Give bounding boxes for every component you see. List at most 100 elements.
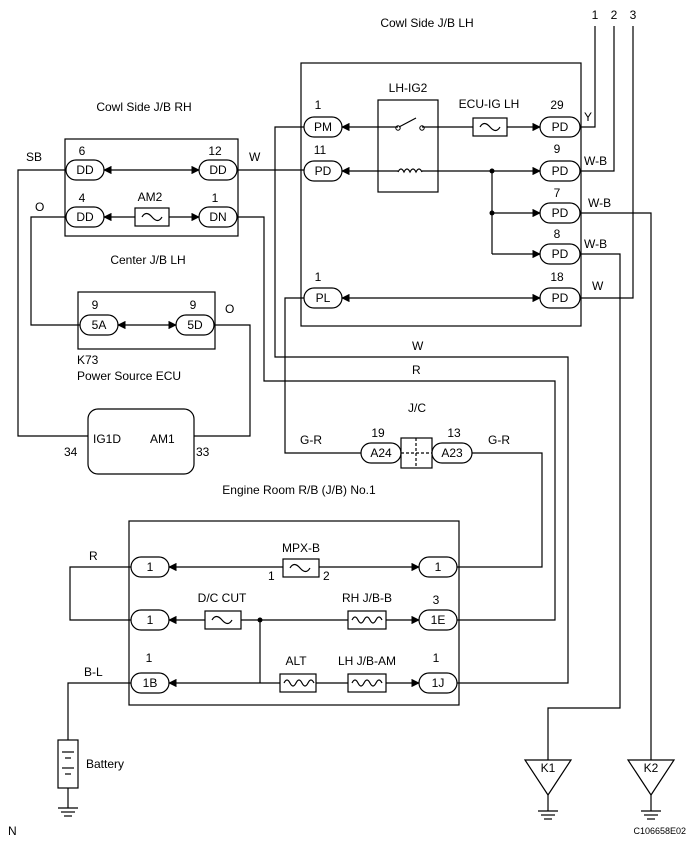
ground-k1-symbol	[523, 759, 573, 797]
connector-1b-label: 1B	[143, 676, 158, 690]
alt-label: ALT	[285, 654, 307, 668]
pin-num-dd12: 12	[208, 144, 222, 158]
wire-label-wb-9: W-B	[584, 154, 607, 168]
mpx-b-fuse	[282, 558, 320, 578]
connector-5a-label: 5A	[92, 318, 107, 332]
ecu-ig-label: ECU-IG LH	[459, 97, 520, 111]
pin-num-a24: 19	[371, 426, 385, 440]
connector-dd6-label: DD	[76, 163, 94, 177]
pin-num-pd7: 7	[554, 186, 561, 200]
pin-num-dd6: 6	[79, 144, 86, 158]
pin-num-pd9: 9	[554, 142, 561, 156]
figure-code: C106658E02	[633, 826, 686, 836]
pin-num-pd29: 29	[550, 98, 564, 112]
wire-label-gr-right: G-R	[488, 433, 510, 447]
connector-l2-label: 1	[147, 613, 154, 627]
lh-jbam-fuse	[347, 673, 387, 693]
cowl-lh-internal-wiring	[341, 122, 541, 303]
mpx-b-pin-1: 1	[268, 569, 275, 583]
center-jb-title: Center J/B LH	[110, 253, 185, 267]
pin-num-1e: 3	[433, 593, 440, 607]
wire-label-o-left: O	[35, 200, 44, 214]
cowl-rh-title: Cowl Side J/B RH	[96, 100, 191, 114]
ecu-box	[87, 408, 195, 475]
dc-cut-label: D/C CUT	[198, 591, 247, 605]
connector-dd4-label: DD	[76, 210, 94, 224]
external-wires	[17, 126, 569, 808]
connector-5d-label: 5D	[187, 318, 203, 332]
pin-num-pd18: 18	[550, 270, 564, 284]
cowl-lh-output-wires	[547, 26, 652, 760]
wire-label-wb-8: W-B	[584, 237, 607, 251]
cowl-lh-box	[300, 62, 582, 327]
cowl-rh-internal-wiring	[103, 165, 200, 222]
battery-ground-icon	[58, 807, 78, 817]
pin-num-1b: 1	[146, 651, 153, 665]
pin-num-pl: 1	[315, 270, 322, 284]
connector-dd12-label: DD	[209, 163, 227, 177]
pin-num-5a: 9	[92, 298, 99, 312]
wire-label-bl: B-L	[84, 665, 103, 679]
pin-num-1j: 1	[433, 651, 440, 665]
ground-k2-icon	[641, 810, 661, 820]
connector-pd9-label: PD	[552, 164, 569, 178]
cowl-rh-box	[64, 138, 239, 237]
wire-label-w-18: W	[592, 279, 604, 293]
relay-switch	[395, 117, 425, 131]
connector-dn-label: DN	[209, 210, 226, 224]
ground-k1-label: K1	[541, 761, 556, 775]
top-number-1: 1	[592, 8, 599, 22]
mpx-b-pin-2: 2	[323, 569, 330, 583]
connector-pl-label: PL	[316, 291, 331, 305]
corner-n: N	[8, 824, 17, 838]
wire-label-gr-left: G-R	[300, 433, 322, 447]
pin-num-dn: 1	[212, 191, 219, 205]
ground-k2-label: K2	[644, 761, 659, 775]
connector-pd7-label: PD	[552, 206, 569, 220]
engine-rb-internal-wiring	[168, 562, 420, 688]
battery-label: Battery	[86, 757, 124, 771]
center-jb-box	[77, 291, 216, 350]
ecu-am1-label: AM1	[150, 432, 175, 446]
wire-label-wb-7: W-B	[588, 196, 611, 210]
connector-r1-label: 1	[435, 560, 442, 574]
connector-pd29-label: PD	[552, 120, 569, 134]
connector-a24-label: A24	[370, 446, 392, 460]
pin-num-a23: 13	[447, 426, 461, 440]
wire-label-sb: SB	[26, 150, 42, 164]
ecu-pin-34: 34	[64, 445, 78, 459]
ground-k1-icon	[538, 810, 558, 820]
relay-box	[377, 99, 439, 193]
connector-pd18-label: PD	[552, 291, 569, 305]
engine-rb-title: Engine Room R/B (J/B) No.1	[222, 483, 376, 497]
ecu-pin-33: 33	[196, 445, 210, 459]
pin-num-pd11: 11	[314, 143, 327, 157]
cowl-lh-title: Cowl Side J/B LH	[380, 16, 473, 30]
pin-num-5d: 9	[190, 298, 197, 312]
relay-label: LH-IG2	[389, 81, 428, 95]
ecu-title: Power Source ECU	[77, 369, 181, 383]
rh-jbb-fuse	[347, 610, 387, 630]
connector-l1-label: 1	[147, 560, 154, 574]
connector-1j-label: 1J	[432, 676, 445, 690]
engine-rb-box	[128, 520, 460, 706]
wire-label-r-left: R	[89, 549, 98, 563]
battery-symbol	[57, 739, 79, 789]
top-number-2: 2	[611, 8, 618, 22]
lh-jbam-label: LH J/B-AM	[338, 654, 396, 668]
rh-jbb-label: RH J/B-B	[342, 591, 392, 605]
connector-pm-label: PM	[314, 120, 332, 134]
relay-coil	[397, 168, 423, 174]
ecu-ig1d-label: IG1D	[93, 432, 121, 446]
wire-label-o-center: O	[225, 302, 234, 316]
wire-label-w-long: W	[412, 339, 424, 353]
pin-num-dd4: 4	[79, 191, 86, 205]
mpx-b-label: MPX-B	[282, 541, 320, 555]
ecu-code: K73	[77, 353, 99, 367]
am2-label: AM2	[138, 190, 163, 204]
wire-label-r-long: R	[412, 363, 421, 377]
connector-a23-label: A23	[441, 446, 463, 460]
top-number-3: 3	[630, 8, 637, 22]
connector-pd8-label: PD	[552, 247, 569, 261]
wire-label-w-mid: W	[249, 150, 261, 164]
